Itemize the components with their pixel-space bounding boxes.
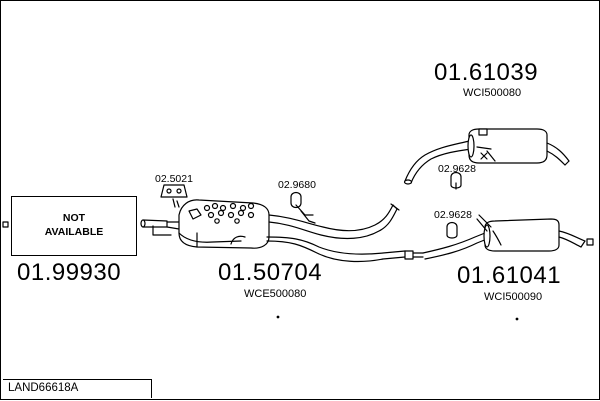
hanger-label-02-9628-lower: 02.9628 (434, 209, 472, 221)
not-available-text: NOT AVAILABLE (12, 211, 136, 239)
not-available-line2: AVAILABLE (44, 226, 104, 238)
part-code-rear-upper: WCI500080 (463, 87, 522, 99)
hanger-02-9680 (290, 191, 316, 224)
hanger-02-9628-lower (446, 214, 492, 239)
not-available-line1: NOT (62, 212, 86, 224)
reference-code: LAND66618A (8, 382, 79, 394)
rear-lower-silencer (422, 218, 594, 260)
hanger-label-02-5021: 02.5021 (155, 173, 193, 185)
front-connector (2, 221, 9, 228)
part-number-rear-lower: 01.61041 (457, 262, 562, 289)
lower-tailpipe-link (266, 236, 424, 263)
part-code-rear-lower: WCI500090 (484, 291, 543, 303)
not-available-box: NOT AVAILABLE (11, 196, 137, 256)
part-code-middle: WCE500080 (244, 288, 307, 300)
rear-upper-silencer (403, 128, 570, 185)
front-inlet-pipe (140, 219, 180, 236)
middle-silencer (178, 199, 270, 249)
hanger-02-5021 (160, 184, 188, 208)
hanger-label-02-9680: 02.9680 (278, 179, 316, 191)
hanger-02-9628-upper (450, 152, 488, 190)
part-number-middle: 01.50704 (218, 259, 323, 286)
upper-branch-pipe (268, 203, 400, 240)
part-number-rear-upper: 01.61039 (434, 59, 539, 86)
hanger-label-02-9628-upper: 02.9628 (438, 163, 476, 175)
reference-box: LAND66618A (3, 379, 152, 398)
part-number-front: 01.99930 (17, 259, 122, 286)
